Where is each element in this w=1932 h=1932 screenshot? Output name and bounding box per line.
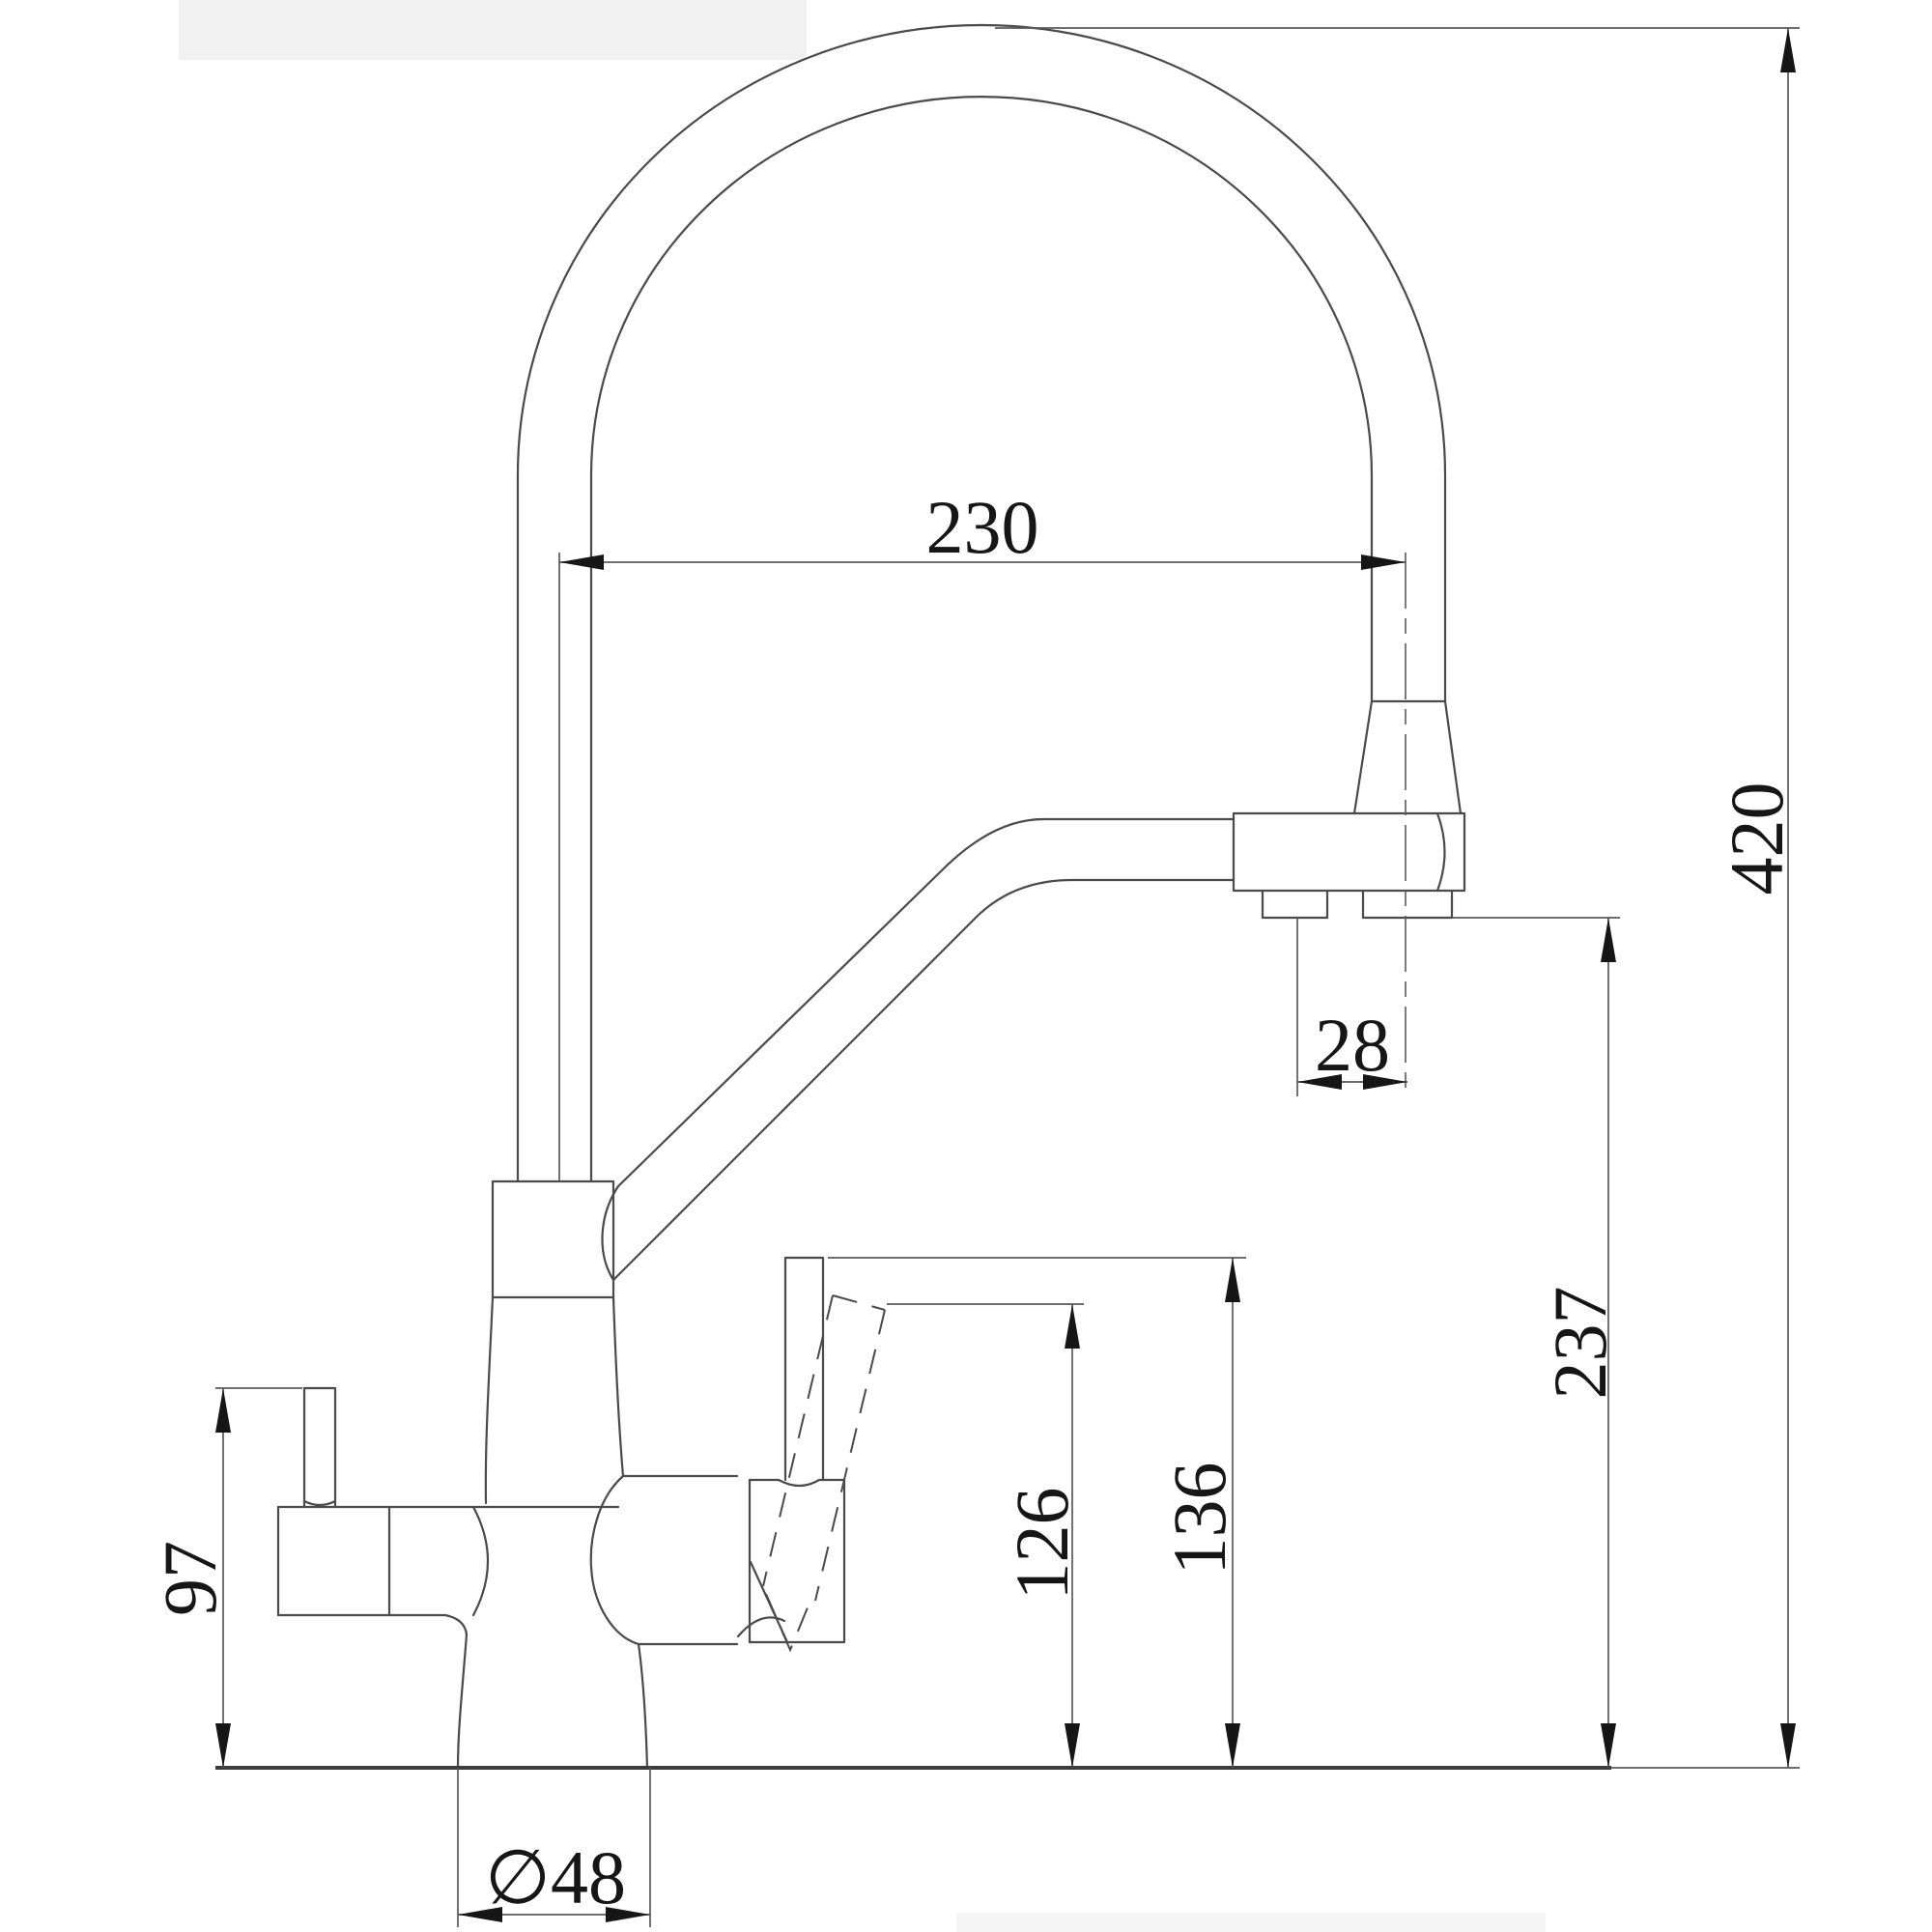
arrowhead [1780,1723,1796,1768]
spray-hose-pipe-upper [616,817,1236,1188]
dim-28-label: 28 [1315,1003,1390,1087]
arrowhead [1361,554,1406,570]
dim-48-label: ∅48 [485,1835,626,1919]
arrowhead [215,1388,231,1433]
scan-artifact-bottom [956,1913,1546,1932]
dim-handle-top-height: 136 [828,1257,1246,1768]
arrowhead [458,1907,502,1922]
left-valve-body-blend-arc [471,1505,490,1617]
body-left-edge [484,1295,495,1505]
dim-side-lever-height: 97 [148,1387,302,1768]
handle-stem [783,1256,825,1482]
arrowhead [1363,1074,1407,1090]
dim-126-label: 126 [1000,1488,1084,1601]
spout-arc-inner [589,95,1374,1183]
dim-handle-tilted-height: 126 [887,1303,1084,1768]
spout-arc-outer [516,23,1447,1183]
left-valve-lever [302,1386,337,1509]
arrowhead [1225,1258,1240,1302]
phantom-lever-tip [765,1593,813,1653]
spray-hose-pipe-lower [611,878,1236,1282]
dim-base-diameter: ∅48 [457,1768,651,1927]
body-right-edge [611,1295,625,1478]
phantom-lever-left [762,1294,834,1587]
scan-artifact-top [179,0,807,60]
dim-237-label: 237 [1538,1287,1622,1400]
dim-outlet-spacing: 28 [1296,918,1407,1096]
arrowhead [1065,1723,1080,1768]
arrowhead [215,1723,231,1768]
arrowhead [1065,1304,1080,1349]
spray-head-cone [1352,699,1463,815]
phantom-lever-right [814,1309,886,1602]
spray-head-body [1232,811,1466,893]
arrowhead [559,554,604,570]
spray-hose-fillet [601,1184,620,1282]
dim-136-label: 136 [1157,1463,1241,1576]
spray-head-outlet-left [1261,889,1329,920]
dim-head-outlet-height: 237 [1452,917,1622,1768]
handle-base-detail-arc [736,1616,786,1638]
dim-overall-height: 420 [995,27,1800,1768]
spout-collar [491,1179,615,1299]
pedestal-left-edge [276,1613,469,1770]
spray-head-face-arc [1435,811,1446,893]
dim-420-label: 420 [1715,782,1799,895]
dim-97-label: 97 [148,1541,232,1616]
faucet-outline [276,23,1466,1770]
arrowhead [1297,1074,1342,1090]
arrowhead [606,1907,650,1922]
cartridge-pod-silhouette [589,1474,739,1646]
phantom-lever-top [832,1294,886,1311]
arrowhead [1601,1723,1616,1768]
pedestal-right-edge [637,1642,649,1770]
arrowhead [1601,918,1616,962]
arrowhead [1780,28,1796,72]
handle-base [748,1478,846,1644]
dim-spout-reach: 230 [558,485,1406,1181]
arrowhead [1225,1723,1240,1768]
handle-phantom-dashed [762,1294,886,1653]
spray-head-outlet-right [1361,889,1454,920]
dim-230-label: 230 [926,485,1039,569]
